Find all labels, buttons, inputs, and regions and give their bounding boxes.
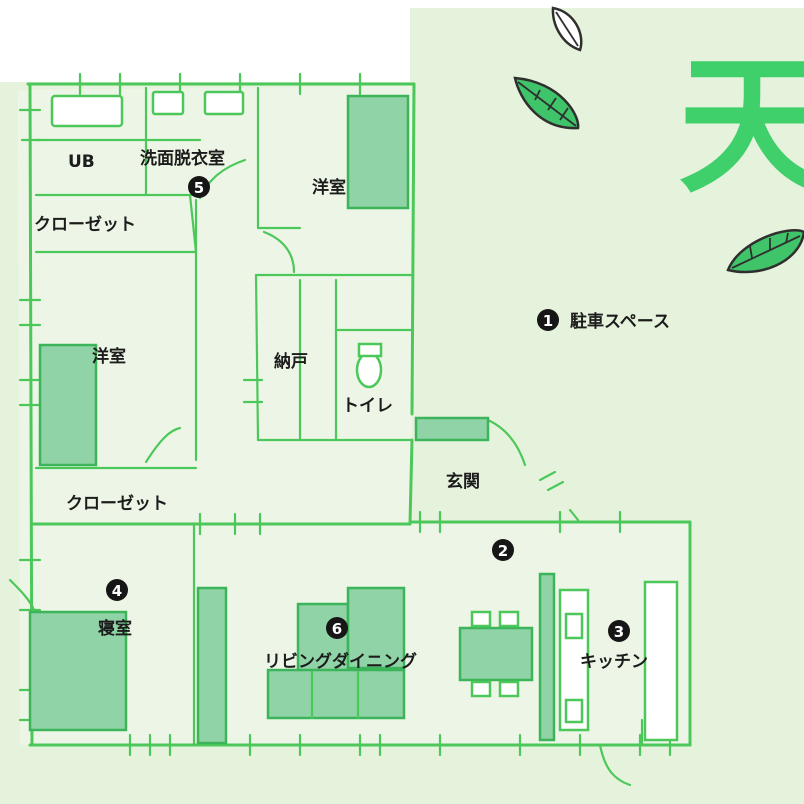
marker-bedroom: 4 (106, 579, 128, 601)
room-label-kitchen: キッチン (580, 652, 648, 672)
room-label-bedroom: 寝室 (98, 618, 132, 639)
room-label-western-left: 洋室 (92, 346, 126, 367)
kitchen-cabinets (558, 580, 679, 742)
room-label-toilet: トイレ (342, 396, 393, 416)
marker-washroom: 5 (188, 176, 210, 198)
marker-hallway: 2 (492, 539, 514, 561)
svg-text:5: 5 (194, 179, 204, 197)
exterior-walls (18, 72, 692, 757)
marker-parking: 1 (537, 309, 559, 331)
leaf-icon (513, 76, 580, 130)
marker-kitchen: 3 (608, 620, 630, 642)
bathtub (50, 94, 124, 128)
room-label-entrance: 玄関 (446, 471, 480, 492)
svg-text:2: 2 (498, 542, 508, 560)
svg-text:3: 3 (614, 623, 624, 641)
bed-top-right (346, 94, 410, 210)
bed-left (38, 343, 98, 467)
leaf-icon (726, 229, 804, 274)
leaf-icon (551, 6, 583, 52)
bed-bedroom (28, 610, 128, 732)
room-label-washroom: 洗面脱衣室 (140, 148, 225, 169)
toilet-fixture (355, 342, 383, 389)
svg-text:1: 1 (543, 312, 553, 330)
marker-living: 6 (326, 617, 348, 639)
sink (151, 90, 245, 116)
tv-stand (196, 586, 228, 745)
room-label-storage: 納戸 (274, 351, 308, 372)
svg-text:4: 4 (112, 582, 122, 600)
kitchen-counter (538, 572, 556, 742)
room-label-closet-top: クローゼット (34, 214, 136, 235)
svg-text:6: 6 (332, 620, 342, 638)
room-label-closet-bottom: クローゼット (66, 493, 168, 514)
shoe-cabinet (414, 416, 490, 442)
dining-table (458, 610, 534, 698)
corner-character: 天 (678, 40, 804, 214)
interior-walls (8, 86, 644, 787)
room-label-living-dining: リビングダイニング (264, 651, 417, 672)
room-label-western-top: 洋室 (312, 177, 346, 198)
room-label-ub: UB (68, 152, 95, 172)
sofa (266, 586, 406, 720)
room-label-parking: 駐車スペース (570, 311, 670, 332)
